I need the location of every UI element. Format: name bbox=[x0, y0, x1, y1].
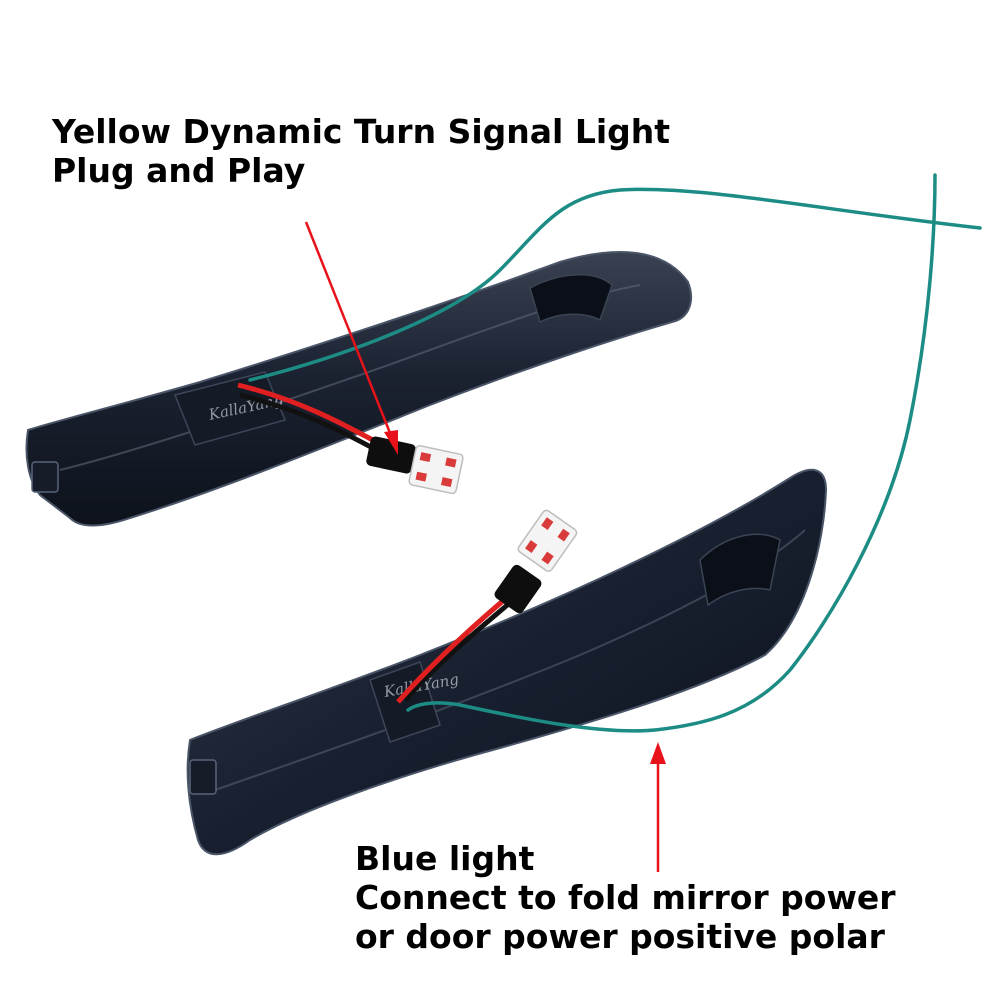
caption-bottom-line-1: Blue light bbox=[355, 839, 535, 878]
arrow-to-plug bbox=[304, 221, 398, 455]
blue-light-caption: Blue light Connect to fold mirror power … bbox=[355, 839, 896, 957]
t10-bulb-lower bbox=[517, 509, 578, 572]
arrow-to-blue-wire bbox=[650, 742, 666, 872]
lower-mirror-light-housing: KallaYang bbox=[186, 468, 828, 856]
caption-bottom-line-3: or door power positive polar bbox=[355, 916, 885, 956]
caption-top-line-1: Yellow Dynamic Turn Signal Light bbox=[52, 112, 671, 151]
plug-and-play-caption: Yellow Dynamic Turn Signal Light Plug an… bbox=[52, 112, 671, 191]
clip-tab-lower bbox=[189, 759, 217, 795]
upper-mirror-light-housing: KallaYang bbox=[25, 250, 692, 527]
upper-wire-harness bbox=[237, 382, 464, 495]
caption-top-line-2: Plug and Play bbox=[52, 150, 306, 190]
t10-bulb-upper bbox=[408, 445, 464, 495]
clip-tab-upper bbox=[31, 461, 59, 493]
lower-wire-harness bbox=[396, 509, 578, 704]
blue-light-wire bbox=[248, 173, 982, 733]
caption-bottom-line-2: Connect to fold mirror power bbox=[355, 877, 896, 917]
